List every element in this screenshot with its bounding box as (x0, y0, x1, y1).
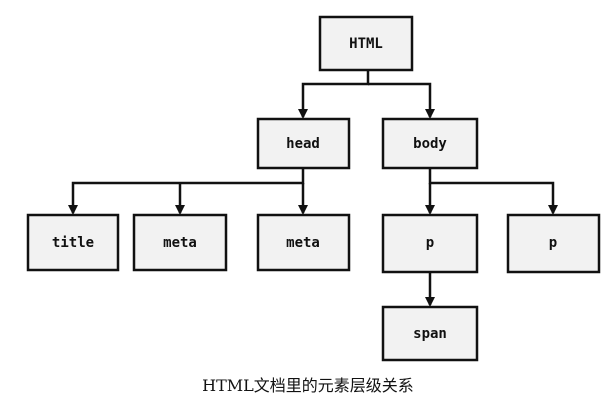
node-meta-2-label: meta (286, 235, 320, 251)
node-p-2-label: p (549, 235, 557, 251)
node-head: head (256, 117, 351, 170)
node-span: span (381, 305, 479, 362)
edge-html-body (368, 82, 435, 119)
node-p-2: p (506, 213, 601, 274)
node-meta-2: meta (256, 213, 351, 272)
edges-body-children (425, 168, 558, 215)
node-html-label: HTML (349, 36, 383, 52)
node-body: body (381, 117, 479, 170)
edges-html-children (298, 70, 435, 119)
node-p-1: p (381, 213, 479, 274)
node-title: title (26, 213, 120, 272)
node-meta-1: meta (132, 213, 228, 272)
node-p-1-label: p (426, 235, 434, 251)
node-html: HTML (318, 15, 414, 72)
edge-html-head (298, 70, 370, 119)
node-title-label: title (52, 235, 94, 251)
node-span-label: span (413, 326, 447, 342)
edge-head-title (68, 168, 305, 215)
figure-caption: HTML文档里的元素层级关系 (202, 376, 414, 395)
edge-body-p2 (428, 168, 558, 215)
node-head-label: head (286, 136, 320, 152)
node-body-label: body (413, 136, 447, 152)
node-meta-1-label: meta (163, 235, 197, 251)
edges-head-children (68, 168, 308, 215)
